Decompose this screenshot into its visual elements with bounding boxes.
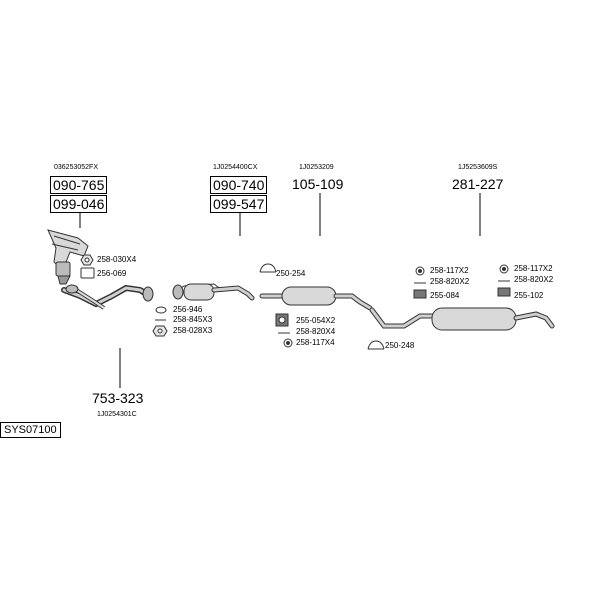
middle-silencer bbox=[259, 286, 373, 311]
part-code[interactable]: 753-323 bbox=[92, 390, 144, 406]
nut-hole-icon bbox=[84, 257, 90, 263]
rubber-mount-icon-2 bbox=[413, 289, 427, 299]
leader-lines bbox=[79, 193, 481, 388]
rubber-mount-hole-icon bbox=[278, 316, 286, 324]
system-code-box: SYS07100 bbox=[0, 422, 61, 438]
part-code-box[interactable]: 099-547 bbox=[210, 195, 268, 213]
part-label: 258-117X4 bbox=[296, 338, 335, 347]
washer-hole-icon-2 bbox=[418, 269, 422, 273]
catalyst-pipe bbox=[172, 283, 255, 301]
rubber-mount-icon-3 bbox=[497, 287, 511, 297]
part-label: 258-820X2 bbox=[514, 275, 554, 284]
part-label: 258-117X2 bbox=[430, 266, 469, 275]
part-label: 258-845X3 bbox=[173, 315, 213, 324]
ring-icon bbox=[155, 306, 167, 314]
part-icons bbox=[80, 254, 511, 350]
gasket-icon bbox=[80, 267, 95, 279]
washer-hole-icon bbox=[286, 341, 290, 345]
washer-hole-icon-3 bbox=[502, 267, 506, 271]
front-pipe bbox=[61, 284, 154, 310]
oem-number: 1J0254301C bbox=[97, 411, 137, 418]
clamp-icon bbox=[259, 263, 277, 273]
part-code-box[interactable]: 099-046 bbox=[50, 195, 108, 213]
oem-number: 1J0254400CX bbox=[213, 164, 258, 171]
exhaust-manifold bbox=[47, 229, 89, 285]
part-code[interactable]: 281-227 bbox=[452, 176, 504, 192]
part-label: 258-030X4 bbox=[97, 255, 137, 264]
part-label: 258-820X2 bbox=[430, 277, 470, 286]
part-label: 250-254 bbox=[276, 269, 306, 278]
rear-silencer bbox=[369, 307, 555, 331]
part-label: 258-820X4 bbox=[296, 327, 336, 336]
part-code-box[interactable]: 090-740 bbox=[210, 176, 268, 194]
part-code[interactable]: 105-109 bbox=[292, 176, 344, 192]
clamp-icon-2 bbox=[367, 340, 385, 350]
oem-number: 1J0253209 bbox=[299, 164, 334, 171]
part-label: 258-028X3 bbox=[173, 326, 213, 335]
part-label: 255-054X2 bbox=[296, 316, 336, 325]
part-label: 250-248 bbox=[385, 341, 415, 350]
part-label: 256-946 bbox=[173, 305, 203, 314]
oem-number: 1J5253609S bbox=[458, 164, 498, 171]
oem-number: 036253052FX bbox=[54, 164, 98, 171]
part-label: 255-084 bbox=[430, 291, 460, 300]
part-label: 256-069 bbox=[97, 269, 127, 278]
nut-hole-icon-2 bbox=[157, 328, 163, 334]
part-label: 258-117X2 bbox=[514, 264, 553, 273]
part-label: 255-102 bbox=[514, 291, 544, 300]
part-code-box[interactable]: 090-765 bbox=[50, 176, 108, 194]
